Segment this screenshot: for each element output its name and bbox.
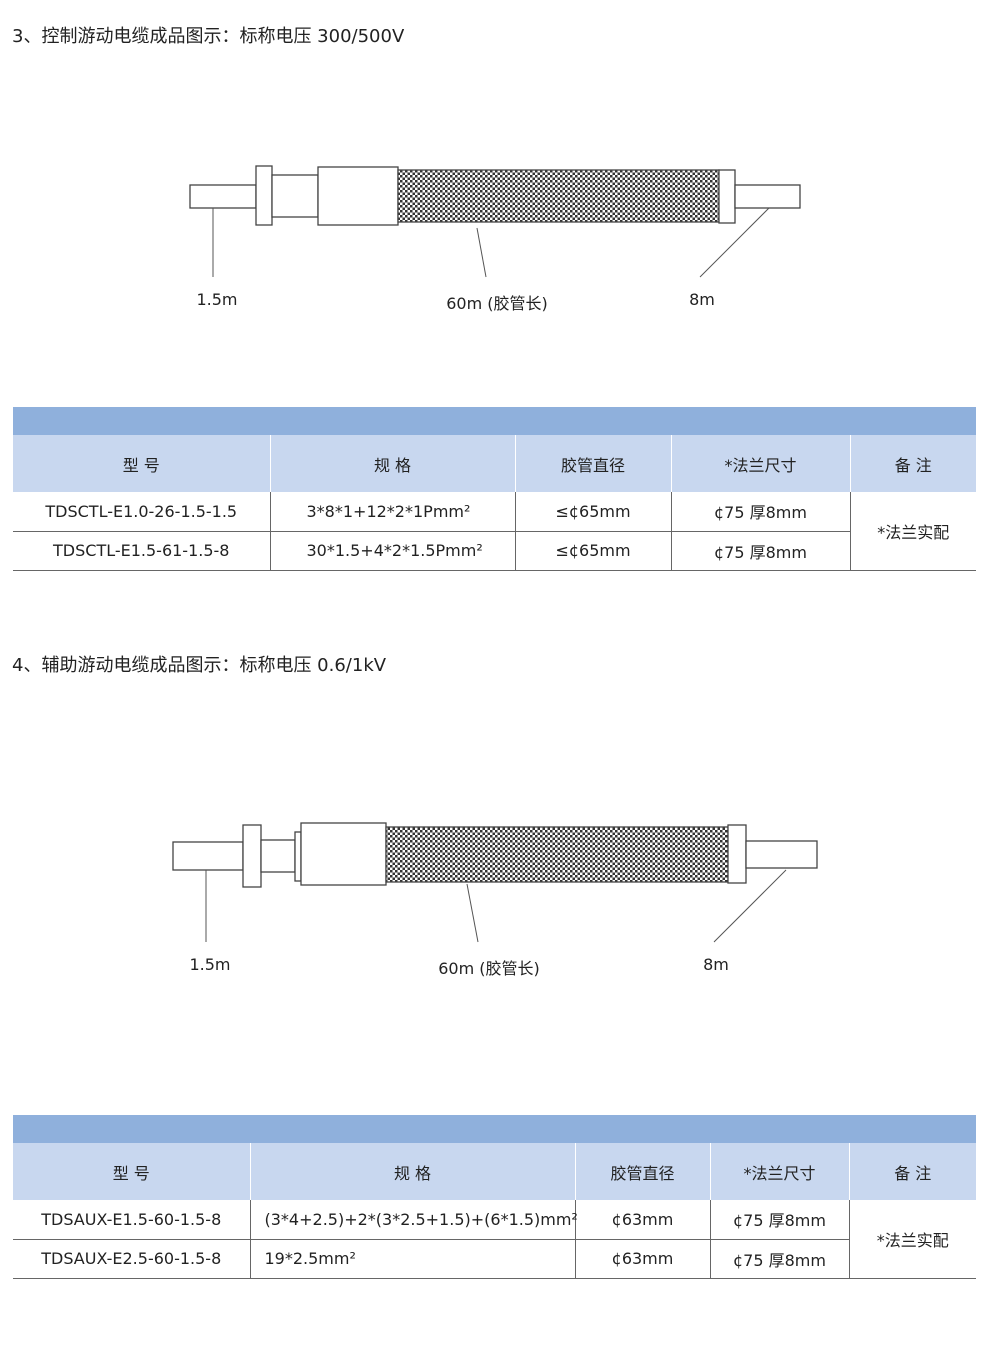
leader-line-right (699, 207, 770, 278)
left-flange (255, 165, 273, 226)
cell-model: TDSAUX-E1.5-60-1.5-8 (13, 1200, 250, 1240)
col-header-flange: *法兰尺寸 (670, 435, 850, 492)
section-1-title: 3、控制游动电缆成品图示：标称电压 300/500V (12, 26, 405, 47)
table-header-row: 型 号 规 格 胶管直径 *法兰尺寸 备 注 (13, 1143, 976, 1200)
leader-line-middle (476, 227, 487, 278)
col-header-note: 备 注 (848, 1143, 976, 1200)
col-header-diameter: 胶管直径 (574, 1143, 710, 1200)
spec-table-1: 型 号 规 格 胶管直径 *法兰尺寸 备 注 TDSCTL-E1.0-26-1.… (13, 407, 976, 571)
length-label-right: 8m (703, 955, 729, 974)
col-header-spec: 规 格 (269, 435, 515, 492)
leader-line-right (713, 869, 787, 943)
left-collar (294, 831, 302, 882)
length-label-right: 8m (689, 290, 715, 309)
cell-model: TDSCTL-E1.0-26-1.5-1.5 (13, 492, 270, 532)
right-flange (727, 824, 747, 884)
table-header-band (13, 407, 976, 435)
cell-flange: ¢75 厚8mm (709, 1239, 849, 1279)
cell-diameter: ≤¢65mm (514, 531, 671, 571)
left-flange (242, 824, 262, 888)
cell-diameter: ≤¢65mm (514, 492, 671, 532)
cell-diameter: ¢63mm (574, 1239, 710, 1279)
hose-body (385, 826, 729, 883)
spec-table-2: 型 号 规 格 胶管直径 *法兰尺寸 备 注 TDSAUX-E1.5-60-1.… (13, 1115, 976, 1279)
cell-spec: 3*8*1+12*2*1Pmm² (269, 492, 515, 532)
cell-note: *法兰实配 (848, 1200, 976, 1279)
col-header-flange: *法兰尺寸 (709, 1143, 849, 1200)
cell-flange: ¢75 厚8mm (709, 1200, 849, 1240)
cell-spec: 30*1.5+4*2*1.5Pmm² (269, 531, 515, 571)
cell-spec: 19*2.5mm² (249, 1239, 575, 1279)
cell-model: TDSCTL-E1.5-61-1.5-8 (13, 531, 270, 571)
col-header-note: 备 注 (849, 435, 976, 492)
table-row: TDSCTL-E1.0-26-1.5-1.5 3*8*1+12*2*1Pmm² … (13, 492, 976, 571)
table-row: TDSAUX-E2.5-60-1.5-8 19*2.5mm² ¢63mm ¢75… (13, 1239, 976, 1279)
length-label-left: 1.5m (196, 290, 238, 309)
leader-line-middle (466, 883, 479, 943)
cell-flange: ¢75 厚8mm (670, 492, 850, 532)
left-sleeve (317, 166, 399, 226)
length-label-middle: 60m (胶管长) (446, 294, 548, 313)
length-label-left: 1.5m (189, 955, 231, 974)
left-coupling (271, 174, 319, 218)
cell-flange: ¢75 厚8mm (670, 531, 850, 571)
cable-diagram-2: 1.5m 60m (胶管长) 8m (0, 810, 1005, 1010)
right-cable-end (734, 184, 801, 209)
right-flange (718, 169, 736, 224)
table-row: TDSCTL-E1.5-61-1.5-8 30*1.5+4*2*1.5Pmm² … (13, 531, 976, 571)
left-coupling (260, 839, 296, 873)
left-sleeve (300, 822, 387, 886)
cable-drawing-1 (189, 165, 801, 278)
col-header-spec: 规 格 (249, 1143, 575, 1200)
col-header-model: 型 号 (13, 1143, 250, 1200)
left-cable-end (172, 841, 244, 871)
cell-model: TDSAUX-E2.5-60-1.5-8 (13, 1239, 250, 1279)
table-header-row: 型 号 规 格 胶管直径 *法兰尺寸 备 注 (13, 435, 976, 492)
hose-body (397, 169, 720, 223)
table-row: TDSAUX-E1.5-60-1.5-8 (3*4+2.5)+2*(3*2.5+… (13, 1200, 976, 1279)
table-header-band (13, 1115, 976, 1143)
cable-drawing-2 (172, 822, 818, 943)
cable-diagram-1: 1.5m 60m (胶管长) 8m (0, 150, 1005, 350)
left-cable-end (189, 184, 257, 209)
cell-spec: (3*4+2.5)+2*(3*2.5+1.5)+(6*1.5)mm² (249, 1200, 578, 1240)
cell-diameter: ¢63mm (574, 1200, 710, 1240)
cell-note: *法兰实配 (849, 492, 976, 571)
col-header-diameter: 胶管直径 (514, 435, 671, 492)
length-label-middle: 60m (胶管长) (438, 959, 540, 978)
right-cable-end (745, 840, 818, 869)
col-header-model: 型 号 (13, 435, 270, 492)
section-2-title: 4、辅助游动电缆成品图示：标称电压 0.6/1kV (12, 655, 387, 676)
